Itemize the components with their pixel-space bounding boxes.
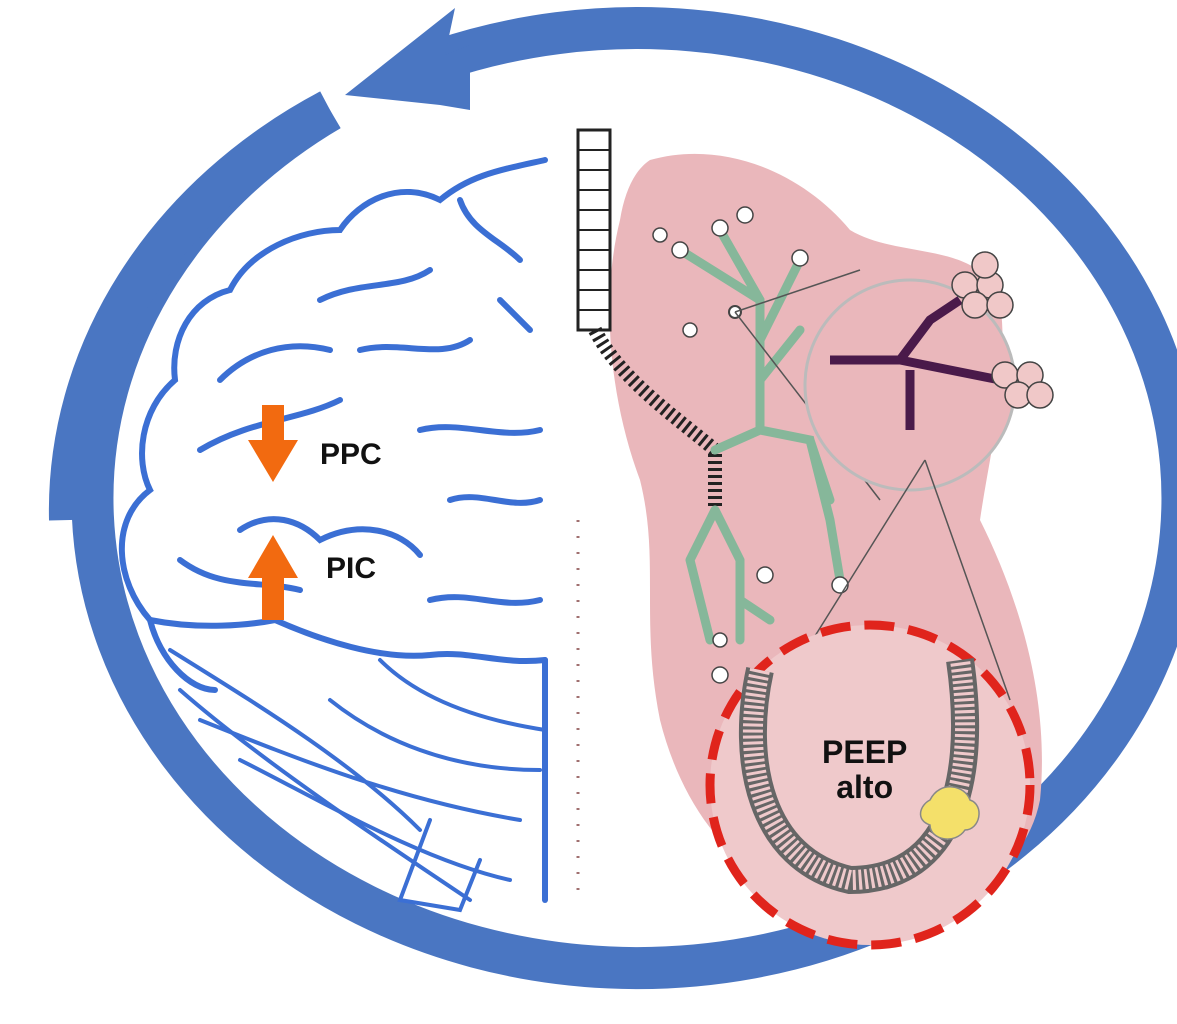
arrow-up-icon xyxy=(248,535,298,620)
cell-icon xyxy=(919,786,980,840)
label-peep-line2: alto xyxy=(836,769,894,806)
capillary-zoom xyxy=(705,620,1035,950)
arrow-down-icon xyxy=(248,405,298,482)
label-peep: PEEP alto xyxy=(822,734,908,806)
label-ppc: PPC xyxy=(320,438,382,471)
label-peep-line1: PEEP xyxy=(822,734,908,770)
label-pic: PIC xyxy=(326,552,377,585)
arrowhead-icon xyxy=(345,8,470,110)
pressure-arrows xyxy=(248,405,298,620)
brain-illustration xyxy=(118,157,549,913)
alveoli-zoom xyxy=(734,251,1054,701)
